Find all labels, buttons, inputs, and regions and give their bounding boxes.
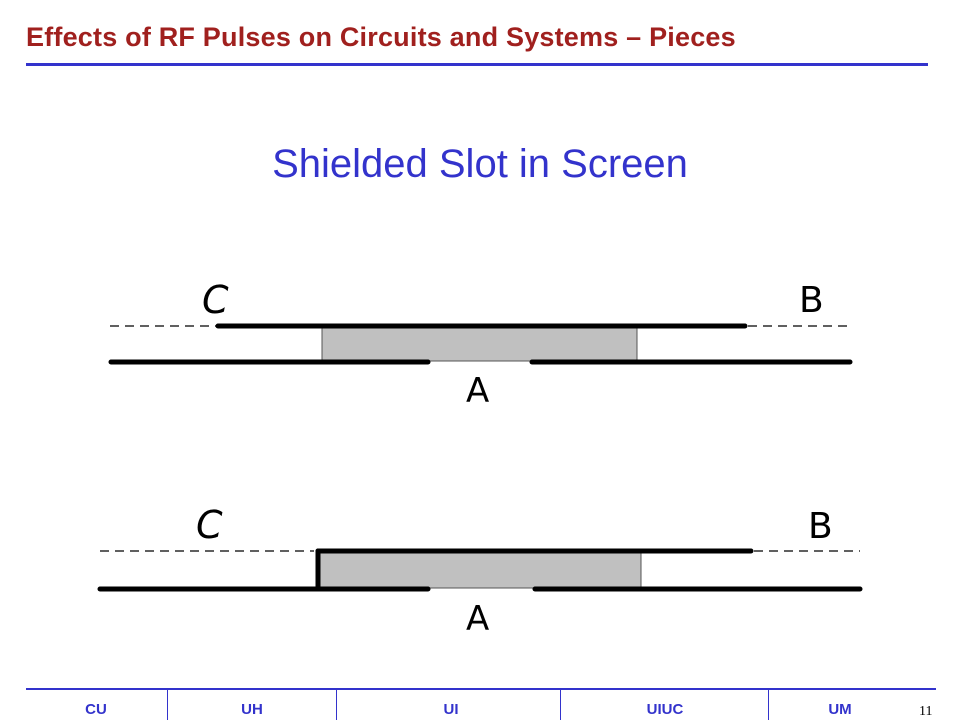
footer-item-cu: CU <box>85 701 107 718</box>
footer-separator <box>167 688 168 720</box>
footer-separator <box>336 688 337 720</box>
label-c: C <box>196 503 223 547</box>
label-c: C <box>202 278 229 322</box>
footer-separator <box>768 688 769 720</box>
slide-title: Shielded Slot in Screen <box>272 142 688 186</box>
label-a: A <box>466 371 489 411</box>
label-b: B <box>808 506 833 547</box>
slot-cavity <box>317 550 642 589</box>
footer-separator <box>560 688 561 720</box>
slot-cavity <box>321 325 638 362</box>
label-a: A <box>466 599 489 639</box>
header-title: Effects of RF Pulses on Circuits and Sys… <box>26 22 736 52</box>
slot-diagram-2: C B A <box>97 503 863 639</box>
footer-item-ui: UI <box>443 701 459 718</box>
footer-divider <box>26 688 936 690</box>
label-b: B <box>799 280 824 321</box>
slot-diagram-1: C B A <box>108 278 853 411</box>
footer-item-uiuc: UIUC <box>646 701 684 718</box>
header-divider <box>26 63 928 66</box>
footer-item-um: UM <box>828 701 852 718</box>
page-number: 11 <box>919 704 933 719</box>
footer-item-uh: UH <box>241 701 263 718</box>
